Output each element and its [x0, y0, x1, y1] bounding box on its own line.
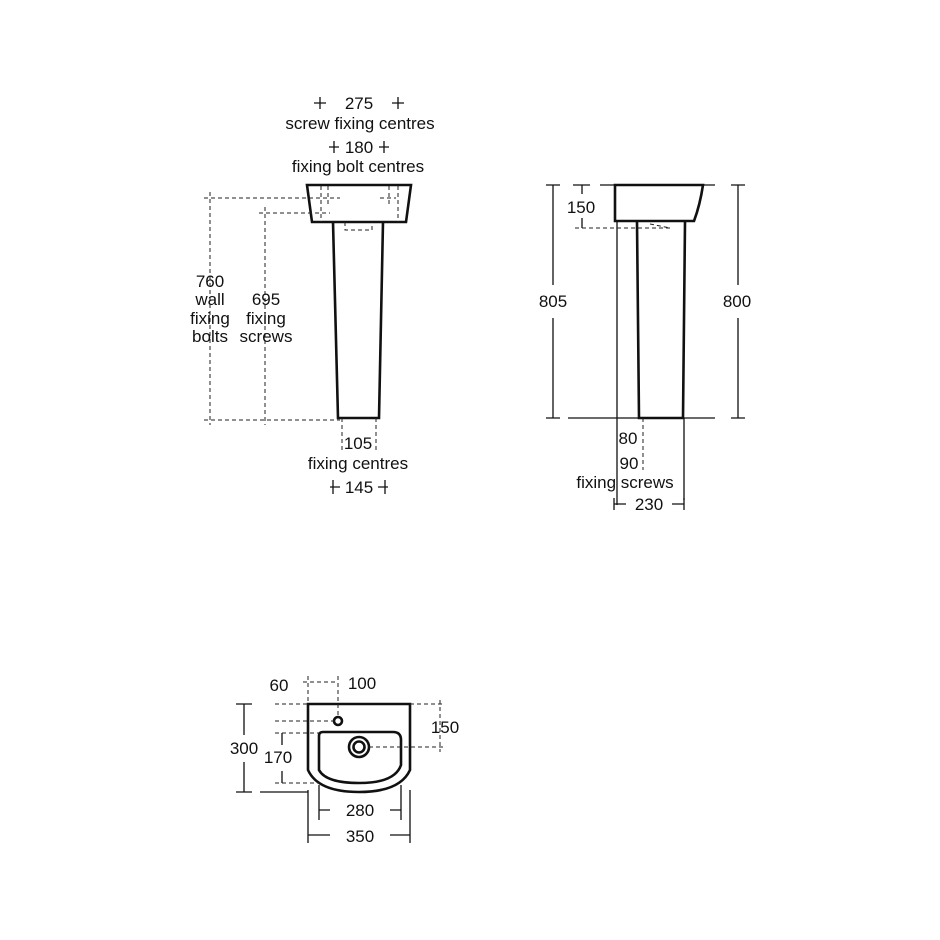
basin-front-outline: [305, 183, 413, 224]
side-height-dimensions: [546, 184, 745, 419]
basin-depth-value: 150: [567, 198, 595, 217]
overall-height-value: 805: [539, 292, 567, 311]
basin-side-outline: [613, 183, 705, 223]
bowl-170-value: 170: [264, 748, 292, 767]
tap-hole: [332, 715, 344, 727]
waste-outer: [347, 735, 371, 759]
fixing-screws-value: 695: [252, 290, 280, 309]
wall-bolts-label-1: wall: [194, 290, 224, 309]
rim-height-value: 800: [723, 292, 751, 311]
plan-view: 60 100 150 300 170 280 350: [230, 674, 459, 846]
bolt-fixing-label: fixing bolt centres: [292, 157, 424, 176]
projection-value: 230: [635, 495, 663, 514]
projection-dimension: [613, 498, 685, 510]
fixing-hidden-lines: [320, 186, 399, 222]
tap-offset-60-value: 60: [270, 676, 289, 695]
fixing-screws-label-1: fixing: [246, 309, 286, 328]
wall-bolts-label-2: fixing: [190, 309, 230, 328]
width-350-value: 350: [346, 827, 374, 846]
screw-fixing-value: 275: [345, 94, 373, 113]
pedestal-side-outline: [635, 221, 687, 420]
basin-plan-outline: [306, 702, 412, 794]
plan-dimension-hidden: [275, 676, 445, 784]
screw-80-value: 80: [619, 429, 638, 448]
pedestal-width-value: 145: [345, 478, 373, 497]
plan-dimension-lines: [236, 703, 411, 843]
bolt-fixing-value: 180: [345, 138, 373, 157]
fixing-screws-label-2: screws: [240, 327, 293, 346]
screw-90-value: 90: [620, 454, 639, 473]
wall-bolts-label-3: bolts: [192, 327, 228, 346]
pedestal-fixing-value: 105: [344, 434, 372, 453]
pedestal-fixing-lines: [341, 418, 377, 450]
depth-300-value: 300: [230, 739, 258, 758]
bowl-outline: [317, 730, 403, 785]
tap-offset-100-value: 100: [348, 674, 376, 693]
waste-inner: [352, 740, 366, 754]
fixing-height-lines: [204, 197, 396, 214]
fixing-centre-marks: [314, 97, 404, 153]
side-view: 150 805 800 80 90 fixing screws 230: [539, 183, 751, 514]
pedestal-fixing-label: fixing centres: [308, 454, 408, 473]
pedestal-width-dimension: [330, 480, 388, 494]
screw-fixing-label: screw fixing centres: [285, 114, 434, 133]
front-view: 275 screw fixing centres 180 fixing bolt…: [190, 94, 434, 497]
side-hidden-lines: [575, 223, 671, 470]
wall-bolts-value: 760: [196, 272, 224, 291]
bowl-280-value: 280: [346, 801, 374, 820]
pedestal-front-outline: [331, 221, 385, 420]
fixing-screws-side-label: fixing screws: [576, 473, 673, 492]
side-extension-lines: [616, 222, 685, 505]
trap-hidden: [344, 222, 373, 231]
waste-150-value: 150: [431, 718, 459, 737]
height-dimension-lines: [204, 192, 340, 425]
